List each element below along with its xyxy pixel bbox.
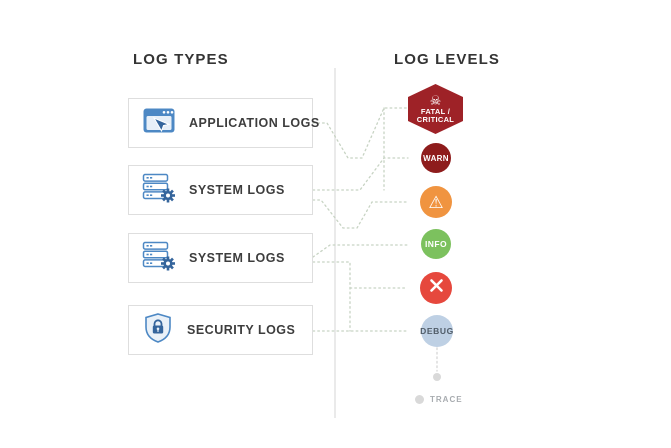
debug-label: DEBUG <box>420 326 454 336</box>
fatal-label-line2: CRITICAL <box>416 115 455 124</box>
warn-label: WARN <box>423 153 449 163</box>
trace-bullet-dot <box>415 395 424 404</box>
connector-system1-to-warn <box>312 157 409 191</box>
log-types-heading: LOG TYPES <box>133 51 229 68</box>
log-level-error <box>420 272 452 304</box>
server-gear-icon <box>142 241 176 276</box>
shield-lock-icon <box>142 312 174 349</box>
log-type-label: SYSTEM LOGS <box>189 251 285 265</box>
log-type-label: SYSTEM LOGS <box>189 183 285 197</box>
x-icon <box>429 278 444 298</box>
log-levels-heading: LOG LEVELS <box>394 51 501 68</box>
log-type-label: APPLICATION LOGS <box>189 116 320 130</box>
connector-system2-to-info <box>312 244 408 258</box>
log-type-application-logs: APPLICATION LOGS <box>128 98 319 148</box>
trace-label: TRACE <box>430 395 463 404</box>
log-level-warn: WARN <box>421 143 451 173</box>
fatal-label-line1: FATAL / <box>420 106 451 116</box>
log-level-warning: ⚠ <box>420 186 452 218</box>
log-type-system-logs-1: SYSTEM LOGS <box>128 165 313 215</box>
trace-connector-dot <box>433 373 441 381</box>
connector-app-to-fatal <box>312 107 409 159</box>
log-type-security-logs: SECURITY LOGS <box>128 305 313 355</box>
info-label: INFO <box>425 239 447 249</box>
log-type-system-logs-2: SYSTEM LOGS <box>128 233 313 283</box>
server-gear-icon <box>142 173 176 208</box>
skull-icon: ☠ <box>429 92 442 108</box>
connector-system1-to-warning <box>312 199 408 229</box>
log-level-debug: DEBUG <box>420 315 454 347</box>
log-level-trace: TRACE <box>415 395 463 404</box>
log-type-label: SECURITY LOGS <box>187 323 296 337</box>
warning-triangle-icon: ⚠ <box>428 192 444 212</box>
app-window-icon <box>142 107 176 140</box>
connector-system2-to-error <box>312 261 351 332</box>
log-level-info: INFO <box>421 229 451 259</box>
